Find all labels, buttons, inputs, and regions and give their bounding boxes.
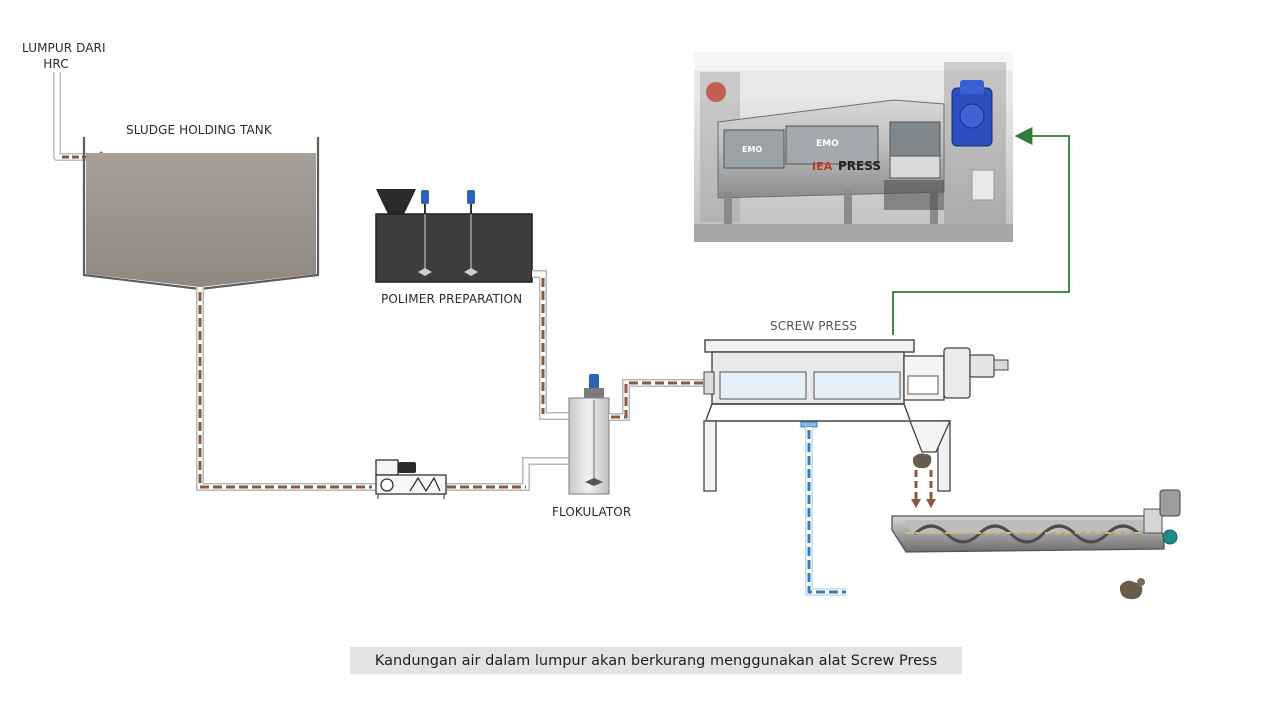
polymer-dosing-pipe (532, 270, 570, 420)
polymer-preparation-label: POLIMER PREPARATION (381, 292, 523, 306)
sludge-pump (375, 459, 447, 499)
cake-drop-arrows (911, 470, 936, 508)
photo-brand-press: PRESS (838, 159, 881, 173)
photo-link-arrow (892, 127, 1070, 335)
photo-brand-left: EMO (742, 145, 762, 154)
photo-brand-logo: IEA (812, 160, 833, 173)
flocculator-label: FLOKULATOR (552, 505, 632, 519)
floc-to-press-pipe (609, 379, 705, 421)
sludge-feed-pipe (196, 287, 570, 491)
polymer-preparation-unit (375, 189, 533, 283)
inlet-label-line1: LUMPUR DARI (22, 41, 106, 55)
caption-bar: Kandungan air dalam lumpur akan berkuran… (350, 647, 962, 674)
flocculator-tank (568, 374, 610, 495)
screw-press-photo: EMO EMO IEA PRESS (694, 52, 1013, 242)
sludge-holding-tank-label: SLUDGE HOLDING TANK (126, 123, 272, 137)
inlet-label: LUMPUR DARI HRC (22, 40, 106, 72)
photo-brand-mid: EMO (816, 139, 839, 149)
screw-press-label: SCREW PRESS (770, 319, 858, 333)
down-arrow-icon (926, 499, 936, 508)
caption-text: Kandungan air dalam lumpur akan berkuran… (374, 652, 938, 669)
sludge-holding-tank (82, 137, 320, 291)
filtrate-water-pipe (805, 427, 846, 596)
down-arrow-icon (911, 499, 921, 508)
inlet-label-line2: HRC (43, 57, 69, 71)
screw-press-machine (703, 339, 1009, 492)
screw-conveyor (891, 489, 1181, 600)
